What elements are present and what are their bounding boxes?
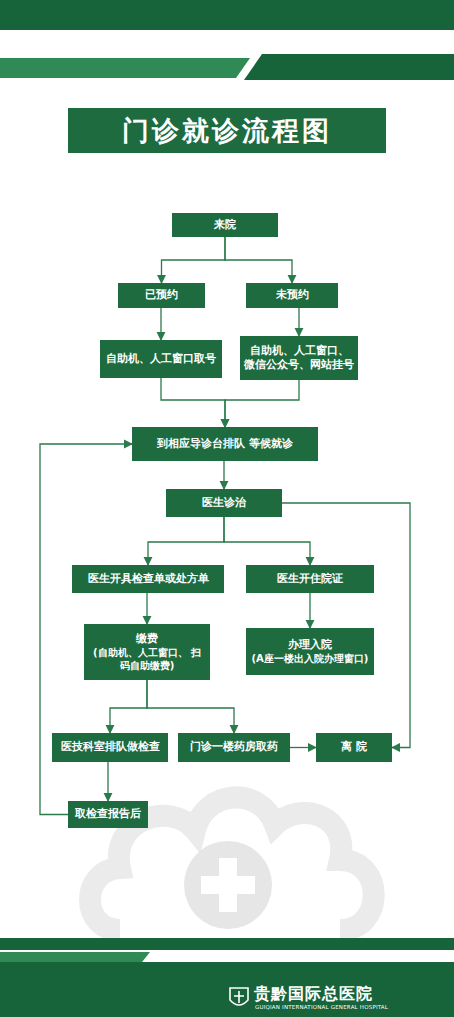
flow-connector bbox=[224, 517, 310, 565]
box-text: 医生开具检查单或处方单 bbox=[88, 572, 209, 586]
process-box: 自助机、人工窗口取号 bbox=[100, 340, 222, 378]
flow-connector bbox=[225, 380, 299, 427]
bottom-stripe bbox=[0, 952, 150, 962]
flow-connector bbox=[162, 237, 226, 283]
box-text: 医技科室排队做检查 bbox=[61, 740, 160, 754]
flow-connector bbox=[148, 517, 224, 565]
flow-connector bbox=[309, 593, 310, 628]
box-text: 取检查报告后 bbox=[75, 807, 141, 821]
process-box: 医生开具检查单或处方单 bbox=[72, 565, 224, 593]
flow-connector bbox=[161, 378, 225, 427]
bottom-band bbox=[0, 962, 454, 1017]
process-box: 办理入院(A座一楼出入院办理窗口) bbox=[246, 628, 374, 675]
box-text: 缴费 bbox=[136, 632, 158, 646]
title-text: 门诊就诊流程图 bbox=[68, 108, 386, 153]
footer-text: GUIQIAN INTERNATIONAL GENERAL HOSPITAL bbox=[255, 1004, 388, 1010]
process-box: 离 院 bbox=[316, 733, 392, 762]
flow-connector bbox=[298, 308, 299, 336]
flow-connector bbox=[107, 762, 108, 801]
box-text: 自助机、人工窗口取号 bbox=[106, 352, 216, 366]
process-box: 医生诊治 bbox=[166, 489, 282, 517]
bottom-stripe bbox=[0, 938, 454, 950]
flow-connector bbox=[160, 308, 161, 340]
box-text: 离 院 bbox=[341, 740, 367, 754]
process-box: 来院 bbox=[172, 213, 278, 237]
flow-connector bbox=[110, 680, 147, 733]
box-text: 办理入院 bbox=[288, 638, 332, 652]
flow-connector bbox=[223, 461, 224, 489]
process-box: 医生开住院证 bbox=[246, 565, 374, 593]
process-box: 取检查报告后 bbox=[68, 801, 148, 828]
watermark-cross bbox=[201, 876, 255, 894]
logo-shield bbox=[230, 988, 248, 1005]
box-text: 已预约 bbox=[145, 288, 178, 302]
box-text: 自助机、人工窗口、 微信公众号、网站挂号 bbox=[244, 344, 354, 373]
process-box: 门诊一楼药房取药 bbox=[178, 733, 290, 762]
flow-connector bbox=[225, 237, 292, 283]
box-subtext: (自助机、人工窗口、 扫码自助缴费) bbox=[88, 646, 206, 672]
top-stripe bbox=[0, 58, 250, 78]
flow-connector bbox=[282, 503, 410, 748]
box-text: 来院 bbox=[214, 218, 236, 232]
process-box: 缴费(自助机、人工窗口、 扫码自助缴费) bbox=[84, 624, 210, 680]
flow-connector bbox=[146, 593, 147, 624]
box-subtext: (A座一楼出入院办理窗口) bbox=[252, 652, 369, 665]
process-box: 到相应导诊台排队 等候就诊 bbox=[132, 427, 318, 461]
process-box: 医技科室排队做检查 bbox=[52, 733, 168, 762]
process-box: 未预约 bbox=[246, 283, 338, 308]
flow-connector bbox=[147, 680, 234, 733]
footer-text: 贵黔国际总医院 bbox=[254, 984, 373, 1005]
process-box: 已预约 bbox=[118, 283, 205, 308]
box-text: 医生开住院证 bbox=[277, 572, 343, 586]
process-box: 自助机、人工窗口、 微信公众号、网站挂号 bbox=[240, 336, 358, 380]
box-text: 医生诊治 bbox=[202, 496, 246, 510]
logo-cross bbox=[234, 991, 244, 1003]
top-stripe bbox=[244, 54, 454, 80]
box-text: 到相应导诊台排队 等候就诊 bbox=[157, 437, 293, 451]
flow-connector bbox=[290, 747, 316, 748]
top-band bbox=[0, 0, 454, 30]
box-text: 门诊一楼药房取药 bbox=[190, 740, 278, 754]
watermark-circle bbox=[184, 841, 272, 929]
box-text: 未预约 bbox=[276, 288, 309, 302]
